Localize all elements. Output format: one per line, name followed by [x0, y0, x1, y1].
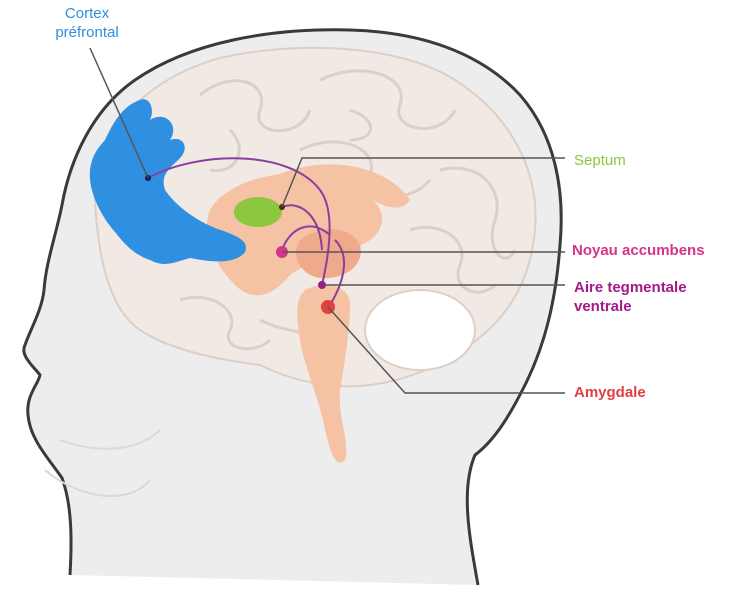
label-aire-line1: Aire tegmentale — [574, 278, 687, 297]
cerebellum — [365, 290, 475, 370]
label-cortex-prefrontal: Cortex préfrontal — [22, 4, 152, 42]
label-noyau-accumbens: Noyau accumbens — [572, 241, 705, 260]
label-amygdale: Amygdale — [574, 383, 646, 402]
label-aire-line2: ventrale — [574, 297, 687, 316]
label-septum: Septum — [574, 151, 626, 170]
label-cortex-line2: préfrontal — [22, 23, 152, 42]
label-aire-tegmentale: Aire tegmentale ventrale — [574, 278, 687, 316]
septum-region — [234, 197, 282, 227]
label-cortex-line1: Cortex — [22, 4, 152, 23]
